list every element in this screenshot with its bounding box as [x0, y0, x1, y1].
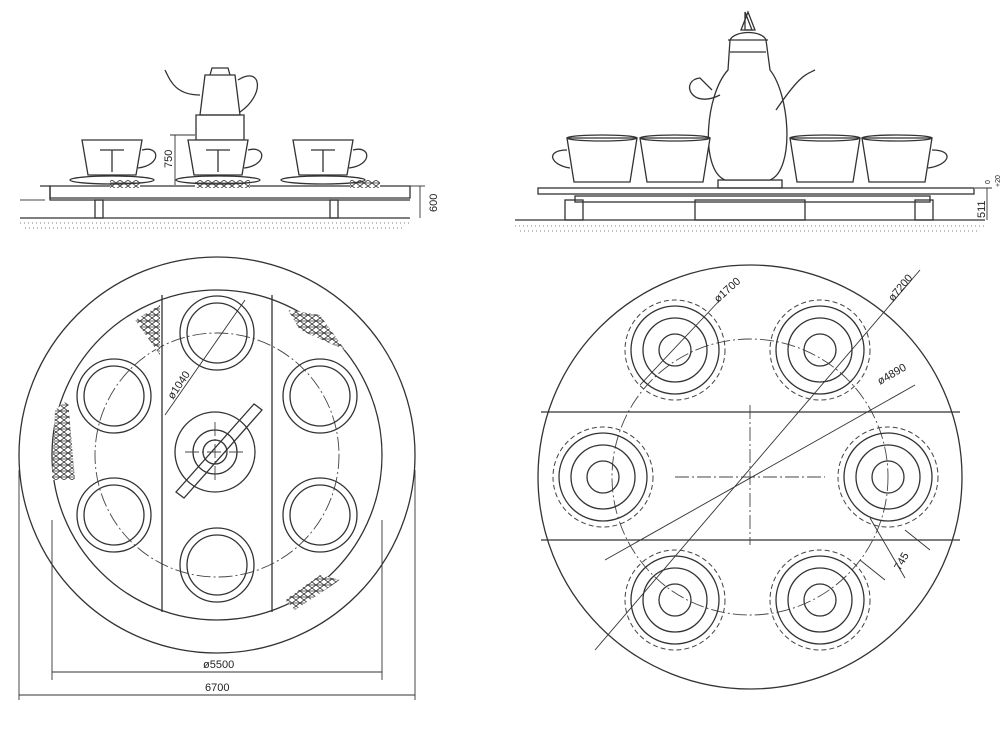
dim-511: 511 — [976, 200, 988, 218]
dim-5500: ø5500 — [203, 659, 234, 671]
dim-600: 600 — [428, 194, 440, 212]
right-side-elevation: 511 0 +20 — [515, 10, 1002, 232]
dim-7200: ø7200 — [886, 272, 915, 304]
dim-6700: 6700 — [205, 682, 229, 694]
dim-745: 745 — [892, 551, 912, 573]
dim-1700: ø1700 — [712, 275, 743, 305]
dim-511-tol-top: 0 — [985, 180, 992, 184]
left-plan-view: ø1040 ø5500 6700 — [18, 256, 416, 700]
left-side-elevation: 750 600 — [20, 67, 440, 229]
dim-750: 750 — [163, 150, 175, 168]
right-plan-view: ø1700 ø7200 ø4890 745 — [537, 264, 963, 690]
dim-511-tol-bottom: +20 — [995, 175, 1002, 187]
dim-1040: ø1040 — [166, 369, 193, 402]
dim-4890: ø4890 — [876, 362, 909, 388]
